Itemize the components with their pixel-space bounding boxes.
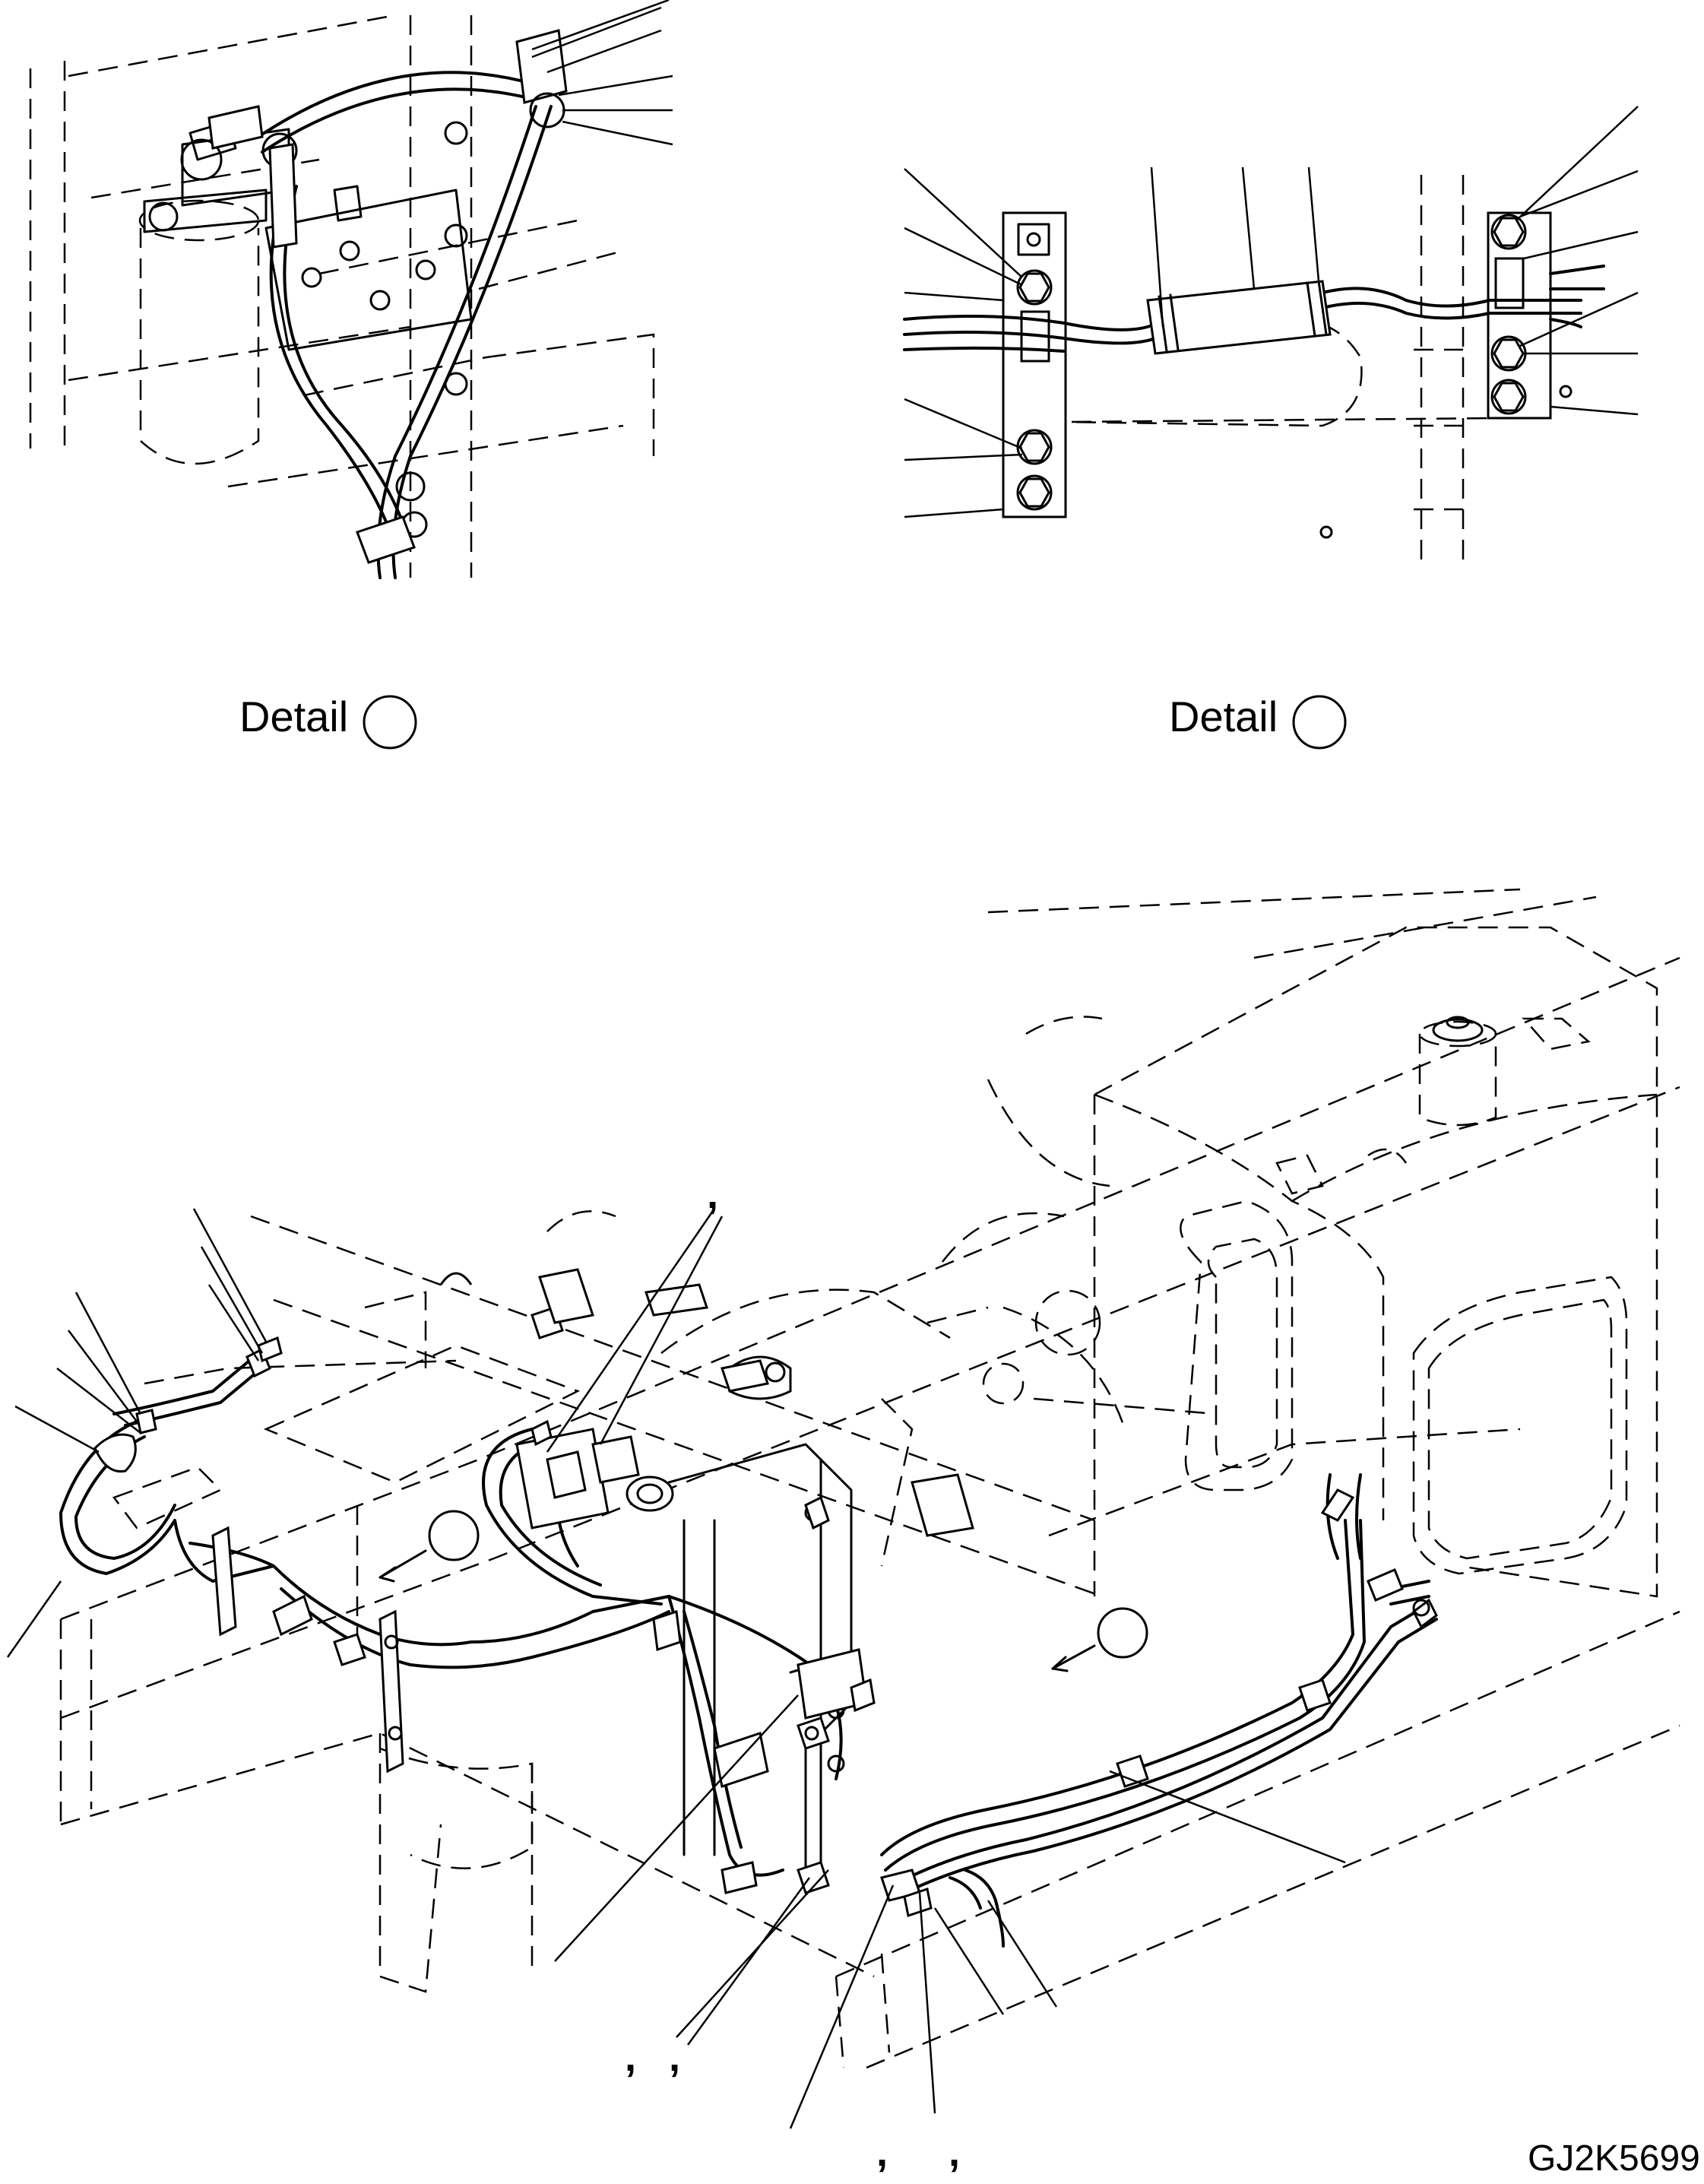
detail-label-2: Detail (1169, 693, 1278, 740)
leader-lines-detail-1 (531, 0, 673, 146)
view-marker-2 (1097, 1607, 1148, 1659)
valve-cluster (515, 1419, 674, 1529)
left-fittings (93, 1336, 404, 1774)
leader-lines-main (6, 1208, 1346, 2129)
leader-lines-detail-2 (904, 106, 1639, 518)
detail-view-1 (29, 0, 673, 579)
callout-comma: , (707, 1171, 719, 1217)
view-marker-1 (428, 1510, 480, 1561)
detail-view-2 (903, 106, 1639, 563)
hydraulic-tank (1093, 926, 1658, 1598)
callout-comma: , (625, 2034, 637, 2080)
callout-comma: , (876, 2129, 888, 2175)
callout-comma: , (669, 2034, 681, 2080)
detail-marker-2 (1292, 695, 1347, 750)
detail-marker-1 (363, 695, 417, 750)
drawing-code: GJ2K5699 (1528, 2138, 1700, 2179)
callout-comma: , (949, 2129, 961, 2175)
main-assembly-view (6, 888, 1680, 2129)
detail-label-1: Detail (239, 693, 349, 740)
